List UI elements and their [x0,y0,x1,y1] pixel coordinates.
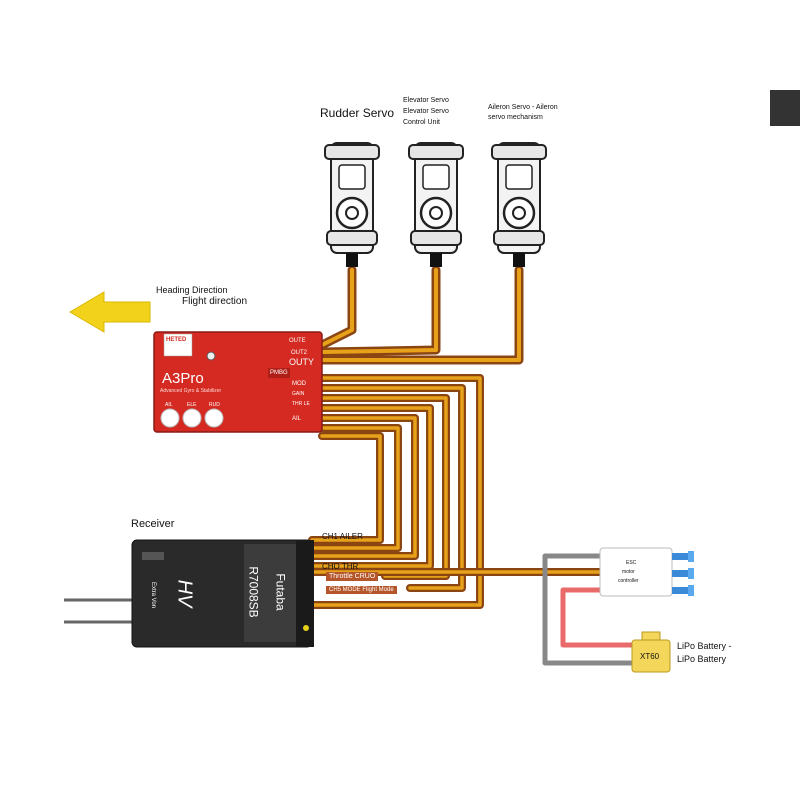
controller-name: A3Pro [162,370,204,387]
flight-direction-label: Flight direction [182,296,248,307]
receiver-wires [306,374,604,609]
port-thr: THR LE [292,401,310,407]
esc-label-2: motor [622,569,635,575]
servo-aileron [491,142,547,267]
port-outy: OUTY [289,357,315,367]
knob-ail-label: AIL [165,402,173,408]
servo-wires [317,265,524,365]
receiver-model: R7008SB [246,566,261,618]
battery-label-1: LiPo Battery - [677,641,732,651]
corner-tab [770,90,800,126]
elevator-servo-label-1: Elevator Servo [403,97,449,104]
ch1-label: CH1 AILER [322,532,363,541]
esc-label-1: ESC [626,560,637,566]
controller-subtitle: Advanced Gyro & Stabilizer [160,388,222,394]
esc-label-3: controller [618,578,639,584]
ch0-label: CHO THR [322,562,359,571]
aileron-servo-label-1: Aileron Servo - Aileron [488,104,558,111]
aileron-servo-label-2: servo mechanism [488,114,543,121]
port-mod: MOD [292,381,306,387]
esc-power-wires [542,553,643,666]
knob-rud-label: RUD [209,402,220,408]
battery-label-2: LiPo Battery [677,654,727,664]
receiver-antenna-text: Extra Von [150,581,157,609]
port-oute: OUTE [289,338,306,344]
receiver-unit [64,539,314,648]
controller-badge: HETED [166,337,187,343]
controller-pmbg: PMBG [270,370,288,376]
heading-direction-label: Heading Direction [156,285,228,295]
receiver-title: Receiver [131,518,175,530]
receiver-brand: Futaba [273,573,288,611]
esc-controller [599,547,694,597]
a3pro-controller [153,331,323,433]
port-ail: AIL [292,416,302,422]
heading-arrow-icon [69,291,151,333]
port-gain: GAIN [292,391,305,397]
port-out2: OUT2 [291,350,308,356]
elevator-servo-label-2: Elevator Servo [403,108,449,115]
xt60-label: XT60 [640,652,660,661]
throttle-label: Throttle CRUO [326,572,379,581]
receiver-logo: HV [173,579,196,608]
rudder-servo-label: Rudder Servo [320,106,395,120]
ch5-label: CH5 MODE Flight Mode [326,586,397,594]
servo-elevator [408,142,464,267]
xt60-connector [631,631,671,673]
elevator-servo-label-3: Control Unit [403,119,440,126]
knob-ele-label: ELE [187,402,197,408]
servo-rudder [324,142,380,267]
